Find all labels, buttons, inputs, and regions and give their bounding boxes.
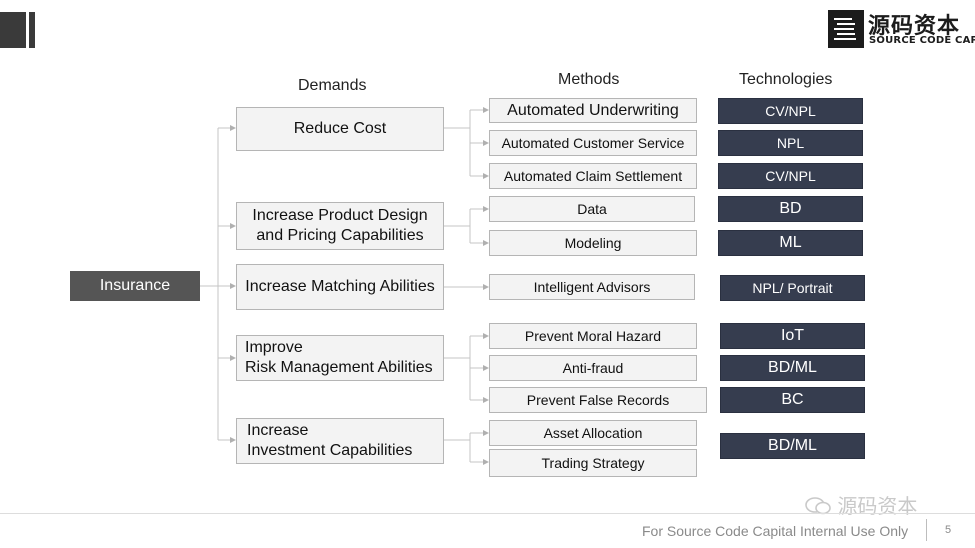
demand-box: Reduce Cost bbox=[236, 107, 444, 151]
method-box: Prevent False Records bbox=[489, 387, 707, 413]
page-number: 5 bbox=[945, 524, 952, 536]
demand-line: Reduce Cost bbox=[293, 120, 387, 137]
method-box: Automated Claim Settlement bbox=[489, 163, 697, 189]
footer-separator bbox=[926, 519, 927, 541]
method-box: Asset Allocation bbox=[489, 420, 697, 446]
demand-line: Increase Product Design bbox=[252, 207, 428, 224]
watermark: 源码资本 bbox=[805, 490, 917, 519]
method-box: Data bbox=[489, 196, 695, 222]
demand-line: Investment Capabilities bbox=[247, 442, 413, 459]
method-box: Trading Strategy bbox=[489, 449, 697, 477]
logo-mark-icon bbox=[828, 10, 864, 48]
logo-name-cn: 源码资本 bbox=[868, 13, 961, 39]
footer-divider bbox=[0, 513, 975, 514]
method-box: Modeling bbox=[489, 230, 697, 256]
tech-box: ML bbox=[718, 230, 863, 256]
method-box: Anti-fraud bbox=[489, 355, 697, 381]
tech-box: BD/ML bbox=[720, 433, 865, 459]
tech-box: NPL/ Portrait bbox=[720, 275, 865, 301]
wechat-icon bbox=[805, 494, 837, 518]
header-methods: Methods bbox=[558, 71, 620, 88]
demand-box: Increase Investment Capabilities bbox=[236, 418, 444, 464]
tech-box: BD bbox=[718, 196, 863, 222]
method-box: Automated Customer Service bbox=[489, 130, 697, 156]
watermark-text: 源码资本 bbox=[837, 494, 918, 518]
demand-line: Risk Management Abilities bbox=[245, 359, 433, 376]
method-box: Prevent Moral Hazard bbox=[489, 323, 697, 349]
method-box: Intelligent Advisors bbox=[489, 274, 695, 300]
demand-line: Increase Matching Abilities bbox=[245, 278, 435, 295]
tech-box: BC bbox=[720, 387, 865, 413]
header-demands: Demands bbox=[298, 77, 367, 94]
demand-line: and Pricing Capabilities bbox=[256, 227, 424, 244]
corner-block bbox=[0, 12, 26, 48]
demand-box: Increase Matching Abilities bbox=[236, 264, 444, 310]
demand-line: Improve bbox=[245, 339, 303, 356]
company-logo: 源码资本 SOURCE CODE CAPITAL bbox=[828, 10, 975, 50]
header-technologies: Technologies bbox=[739, 71, 833, 88]
footer-text: For Source Code Capital Internal Use Onl… bbox=[642, 523, 909, 539]
demand-box: Improve Risk Management Abilities bbox=[236, 335, 444, 381]
tech-box: IoT bbox=[720, 323, 865, 349]
root-node-insurance: Insurance bbox=[70, 271, 200, 301]
corner-bar bbox=[29, 12, 35, 48]
method-box: Automated Underwriting bbox=[489, 98, 697, 123]
tech-box: CV/NPL bbox=[718, 98, 863, 124]
tech-box: CV/NPL bbox=[718, 163, 863, 189]
logo-name-en: SOURCE CODE CAPITAL bbox=[869, 35, 975, 46]
demand-line: Increase bbox=[247, 422, 309, 439]
tech-box: NPL bbox=[718, 130, 863, 156]
tech-box: BD/ML bbox=[720, 355, 865, 381]
demand-box: Increase Product Design and Pricing Capa… bbox=[236, 202, 444, 250]
